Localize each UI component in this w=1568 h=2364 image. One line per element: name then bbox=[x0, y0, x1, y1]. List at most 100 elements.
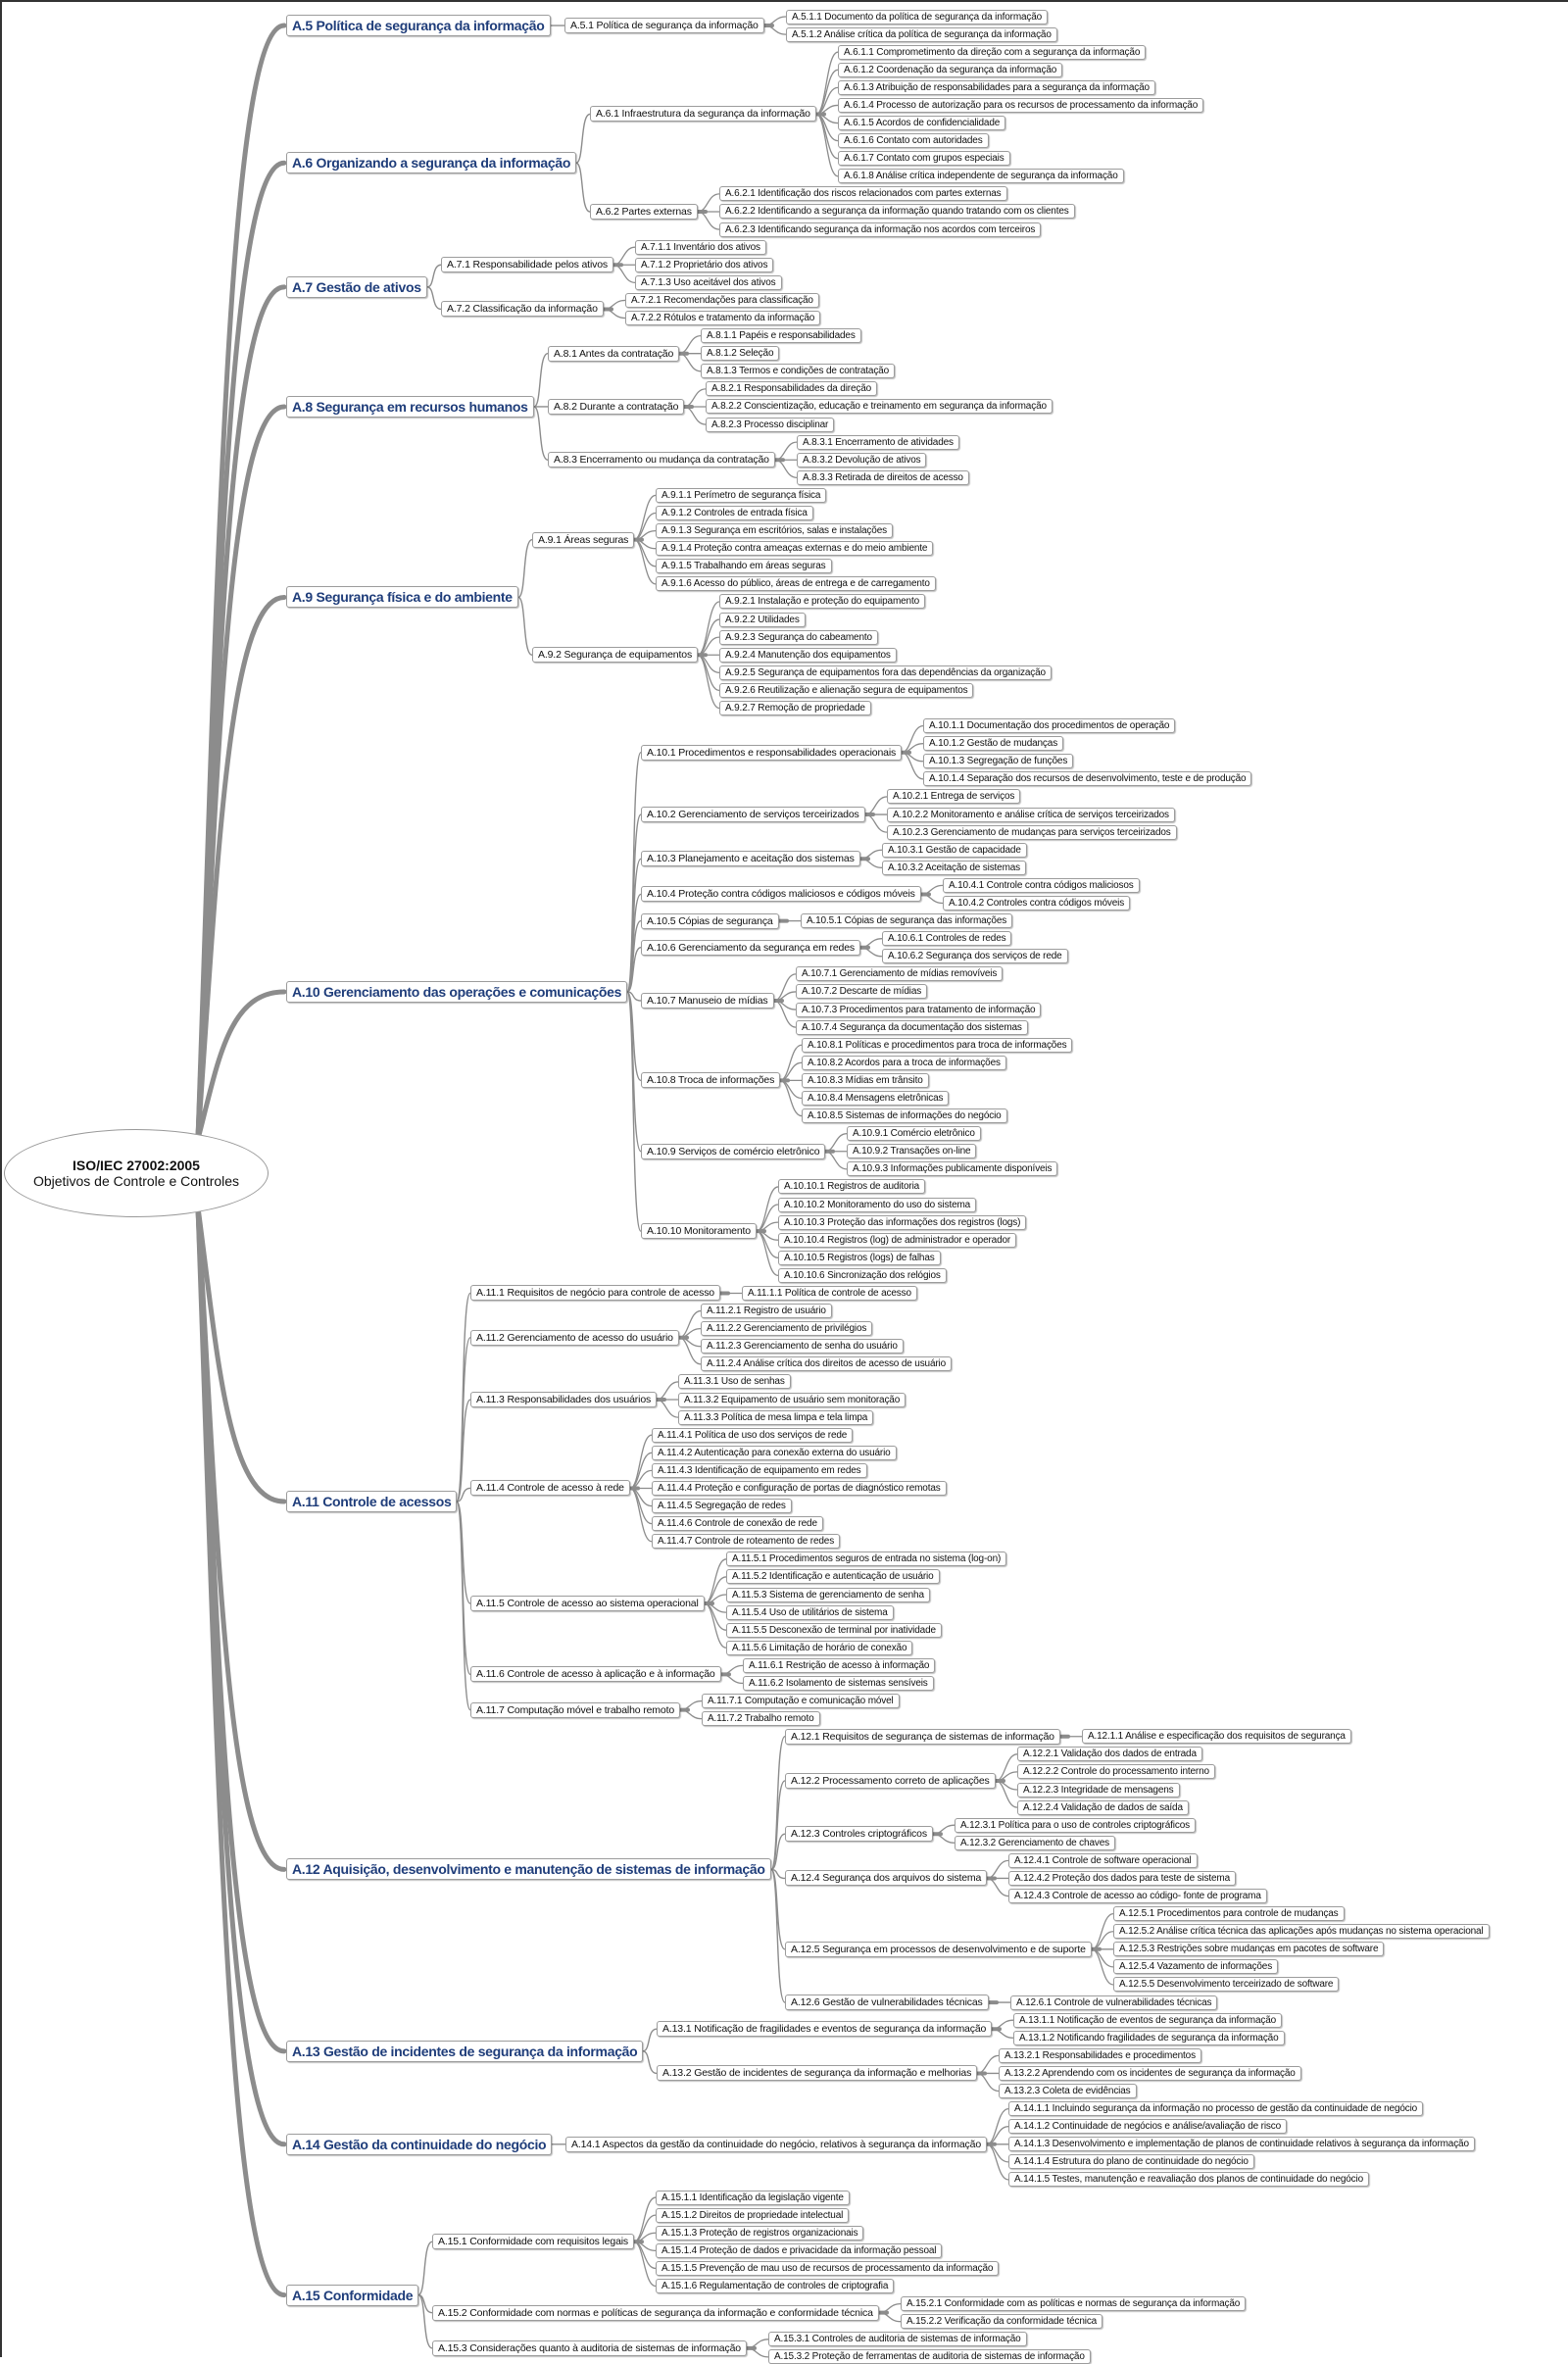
control-node[interactable]: A.15.1.3 Proteção de registros organizac… bbox=[656, 2225, 864, 2241]
control-node[interactable]: A.10.6.1 Controles de redes bbox=[882, 931, 1012, 947]
control-node[interactable]: A.6.1.2 Coordenação da segurança da info… bbox=[838, 62, 1063, 77]
control-node[interactable]: A.15.3.1 Controles de auditoria de siste… bbox=[768, 2332, 1027, 2347]
control-node[interactable]: A.11.6.2 Isolamento de sistemas sensívei… bbox=[743, 1675, 934, 1691]
objective-node[interactable]: A.12.4 Segurança dos arquivos do sistema bbox=[785, 1870, 988, 1887]
objective-node[interactable]: A.10.1 Procedimentos e responsabilidades… bbox=[641, 744, 903, 761]
control-node[interactable]: A.12.5.1 Procedimentos para controle de … bbox=[1113, 1906, 1345, 1922]
objective-node[interactable]: A.9.1 Áreas seguras bbox=[532, 531, 635, 548]
control-node[interactable]: A.6.2.1 Identificação dos riscos relacio… bbox=[719, 186, 1007, 202]
objective-node[interactable]: A.6.2 Partes externas bbox=[590, 203, 698, 220]
control-node[interactable]: A.11.4.1 Política de uso dos serviços de… bbox=[652, 1427, 854, 1443]
section-node[interactable]: A.12 Aquisição, desenvolvimento e manute… bbox=[286, 1858, 771, 1881]
control-node[interactable]: A.10.10.5 Registros (logs) de falhas bbox=[778, 1250, 941, 1265]
control-node[interactable]: A.15.1.5 Prevenção de mau uso de recurso… bbox=[656, 2260, 1000, 2276]
objective-node[interactable]: A.10.8 Troca de informações bbox=[641, 1072, 781, 1089]
control-node[interactable]: A.15.1.6 Regulamentação de controles de … bbox=[656, 2279, 895, 2294]
control-node[interactable]: A.6.1.8 Análise crítica independente de … bbox=[838, 169, 1124, 184]
objective-node[interactable]: A.8.1 Antes da contratação bbox=[548, 345, 680, 362]
objective-node[interactable]: A.11.7 Computação móvel e trabalho remot… bbox=[470, 1701, 681, 1718]
control-node[interactable]: A.12.1.1 Análise e especificação dos req… bbox=[1082, 1729, 1351, 1745]
control-node[interactable]: A.14.1.3 Desenvolvimento e implementação… bbox=[1008, 2137, 1475, 2152]
control-node[interactable]: A.10.7.4 Segurança da documentação dos s… bbox=[796, 1019, 1028, 1035]
control-node[interactable]: A.11.4.5 Segregação de redes bbox=[652, 1499, 792, 1514]
objective-node[interactable]: A.12.5 Segurança em processos de desenvo… bbox=[785, 1941, 1092, 1957]
section-node[interactable]: A.10 Gerenciamento das operações e comun… bbox=[286, 980, 628, 1003]
control-node[interactable]: A.9.2.1 Instalação e proteção do equipam… bbox=[719, 594, 925, 610]
control-node[interactable]: A.10.7.2 Descarte de mídias bbox=[796, 984, 928, 1000]
control-node[interactable]: A.14.1.1 Incluindo segurança da informaç… bbox=[1008, 2101, 1424, 2117]
control-node[interactable]: A.6.1.3 Atribuição de responsabilidades … bbox=[838, 79, 1155, 95]
control-node[interactable]: A.8.2.1 Responsabilidades da direção bbox=[706, 381, 878, 397]
control-node[interactable]: A.14.1.2 Continuidade de negócios e anál… bbox=[1008, 2119, 1288, 2135]
control-node[interactable]: A.6.1.1 Comprometimento da direção com a… bbox=[838, 44, 1147, 60]
control-node[interactable]: A.10.9.2 Transações on-line bbox=[847, 1144, 977, 1159]
control-node[interactable]: A.12.3.2 Gerenciamento de chaves bbox=[955, 1835, 1115, 1850]
control-node[interactable]: A.12.5.2 Análise crítica técnica das apl… bbox=[1113, 1924, 1490, 1940]
control-node[interactable]: A.10.4.2 Controles contra códigos móveis bbox=[943, 896, 1131, 911]
control-node[interactable]: A.7.1.3 Uso aceitável dos ativos bbox=[635, 274, 782, 290]
control-node[interactable]: A.7.1.1 Inventário dos ativos bbox=[635, 239, 766, 255]
control-node[interactable]: A.9.1.1 Perímetro de segurança física bbox=[656, 487, 827, 503]
objective-node[interactable]: A.11.5 Controle de acesso ao sistema ope… bbox=[470, 1596, 705, 1612]
control-node[interactable]: A.15.1.1 Identificação da legislação vig… bbox=[656, 2190, 850, 2205]
control-node[interactable]: A.8.3.2 Devolução de ativos bbox=[797, 452, 927, 468]
section-node[interactable]: A.7 Gestão de ativos bbox=[286, 275, 427, 298]
control-node[interactable]: A.9.2.4 Manutenção dos equipamentos bbox=[719, 647, 897, 663]
control-node[interactable]: A.8.3.1 Encerramento de atividades bbox=[797, 434, 959, 450]
control-node[interactable]: A.6.2.3 Identificando segurança da infor… bbox=[719, 222, 1042, 237]
control-node[interactable]: A.15.2.2 Verificação da conformidade téc… bbox=[901, 2314, 1103, 2330]
control-node[interactable]: A.11.5.2 Identificação e autenticação de… bbox=[726, 1569, 940, 1585]
objective-node[interactable]: A.10.7 Manuseio de mídias bbox=[641, 992, 774, 1009]
objective-node[interactable]: A.5.1 Política de segurança da informaçã… bbox=[564, 18, 764, 34]
control-node[interactable]: A.10.8.2 Acordos para a troca de informa… bbox=[802, 1055, 1006, 1070]
control-node[interactable]: A.12.5.3 Restrições sobre mudanças em pa… bbox=[1113, 1942, 1385, 1957]
control-node[interactable]: A.10.10.2 Monitoramento do uso do sistem… bbox=[778, 1197, 977, 1212]
section-node[interactable]: A.11 Controle de acessos bbox=[286, 1491, 458, 1513]
control-node[interactable]: A.10.8.3 Mídias em trânsito bbox=[802, 1072, 929, 1088]
control-node[interactable]: A.13.2.2 Aprendendo com os incidentes de… bbox=[999, 2065, 1301, 2081]
control-node[interactable]: A.10.6.2 Segurança dos serviços de rede bbox=[882, 949, 1068, 964]
control-node[interactable]: A.8.1.3 Termos e condições de contrataçã… bbox=[701, 364, 896, 379]
control-node[interactable]: A.6.1.7 Contato com grupos especiais bbox=[838, 151, 1010, 167]
control-node[interactable]: A.10.8.4 Mensagens eletrônicas bbox=[802, 1090, 950, 1106]
control-node[interactable]: A.11.3.1 Uso de senhas bbox=[678, 1374, 791, 1390]
control-node[interactable]: A.7.2.2 Rótulos e tratamento da informaç… bbox=[625, 311, 821, 326]
section-node[interactable]: A.14 Gestão da continuidade do negócio bbox=[286, 2133, 553, 2155]
control-node[interactable]: A.13.2.3 Coleta de evidências bbox=[999, 2084, 1137, 2099]
control-node[interactable]: A.12.5.4 Vazamento de informações bbox=[1113, 1959, 1279, 1975]
control-node[interactable]: A.9.2.3 Segurança do cabeamento bbox=[719, 629, 878, 645]
control-node[interactable]: A.12.3.1 Política para o uso de controle… bbox=[955, 1817, 1196, 1833]
section-node[interactable]: A.8 Segurança em recursos humanos bbox=[286, 395, 534, 418]
control-node[interactable]: A.10.10.6 Sincronização dos relógios bbox=[778, 1267, 947, 1283]
objective-node[interactable]: A.10.2 Gerenciamento de serviços terceir… bbox=[641, 807, 865, 823]
control-node[interactable]: A.10.10.1 Registros de auditoria bbox=[778, 1179, 926, 1195]
section-node[interactable]: A.15 Conformidade bbox=[286, 2284, 419, 2306]
control-node[interactable]: A.10.2.2 Monitoramento e análise crítica… bbox=[887, 807, 1175, 822]
control-node[interactable]: A.10.8.5 Sistemas de informações do negó… bbox=[802, 1108, 1007, 1124]
control-node[interactable]: A.6.2.2 Identificando a segurança da inf… bbox=[719, 204, 1075, 220]
objective-node[interactable]: A.15.2 Conformidade com normas e polític… bbox=[432, 2304, 879, 2321]
control-node[interactable]: A.11.4.7 Controle de roteamento de redes bbox=[652, 1534, 841, 1550]
control-node[interactable]: A.7.2.1 Recomendações para classificação bbox=[625, 292, 819, 308]
objective-node[interactable]: A.13.1 Notificação de fragilidades e eve… bbox=[657, 2021, 993, 2038]
control-node[interactable]: A.10.7.1 Gerenciamento de mídias removív… bbox=[796, 966, 1004, 982]
control-node[interactable]: A.9.1.5 Trabalhando em áreas seguras bbox=[656, 559, 832, 574]
objective-node[interactable]: A.11.3 Responsabilidades dos usuários bbox=[470, 1392, 658, 1408]
control-node[interactable]: A.14.1.5 Testes, manutenção e reavaliaçã… bbox=[1008, 2172, 1370, 2188]
control-node[interactable]: A.10.9.1 Comércio eletrônico bbox=[847, 1126, 981, 1142]
control-node[interactable]: A.10.1.4 Separação dos recursos de desen… bbox=[923, 771, 1252, 787]
objective-node[interactable]: A.10.4 Proteção contra códigos malicioso… bbox=[641, 886, 921, 903]
objective-node[interactable]: A.10.5 Cópias de segurança bbox=[641, 912, 779, 929]
objective-node[interactable]: A.10.10 Monitoramento bbox=[641, 1223, 757, 1240]
objective-node[interactable]: A.11.2 Gerenciamento de acesso do usuári… bbox=[470, 1329, 679, 1346]
control-node[interactable]: A.9.1.3 Segurança em escritórios, salas … bbox=[656, 523, 893, 539]
control-node[interactable]: A.8.2.2 Conscientização, educação e trei… bbox=[706, 399, 1053, 415]
control-node[interactable]: A.10.8.1 Políticas e procedimentos para … bbox=[802, 1037, 1073, 1053]
objective-node[interactable]: A.14.1 Aspectos da gestão da continuidad… bbox=[565, 2136, 988, 2152]
section-node[interactable]: A.13 Gestão de incidentes de segurança d… bbox=[286, 2040, 644, 2062]
objective-node[interactable]: A.13.2 Gestão de incidentes de segurança… bbox=[657, 2065, 978, 2082]
objective-node[interactable]: A.7.1 Responsabilidade pelos ativos bbox=[441, 257, 614, 273]
control-node[interactable]: A.5.1.2 Análise crítica da política de s… bbox=[786, 26, 1057, 42]
section-node[interactable]: A.6 Organizando a segurança da informaçã… bbox=[286, 152, 577, 174]
control-node[interactable]: A.10.3.1 Gestão de capacidade bbox=[882, 842, 1027, 858]
